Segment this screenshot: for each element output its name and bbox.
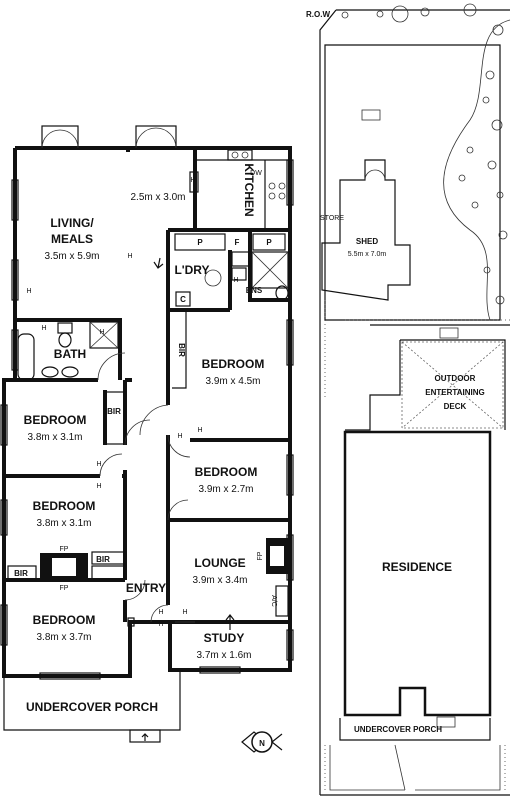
door-swings [97, 352, 195, 627]
porch [3, 670, 181, 743]
mark-h-living: H [127, 253, 132, 260]
mark-h-kitchen: H [190, 177, 195, 184]
deck-pergola [401, 341, 504, 429]
front-garden-outline [329, 744, 501, 791]
room-dim-living: 3.5m x 5.9m [44, 251, 99, 262]
pantry-laundry [174, 233, 289, 307]
site-label-deck-2: ENTERTAINING [425, 388, 484, 397]
brick-paving-icon [361, 109, 381, 121]
room-dim-bedroom-4: 3.8m x 3.7m [36, 632, 91, 643]
room-label-ldry: L'DRY [174, 263, 209, 277]
mark-fp-bed-4: FP [60, 585, 69, 592]
site-label-deck-1: OUTDOOR [435, 374, 476, 383]
siteplan: R.O.W STORE SHED 5.5m x 7.0m [306, 3, 511, 796]
mark-fp-lounge: FP [257, 551, 264, 560]
room-label-meals: MEALS [51, 232, 93, 246]
garden-path [324, 300, 510, 400]
room-label-bedroom-2: BEDROOM [195, 465, 258, 479]
mark-ac: A/C [270, 595, 277, 607]
mark-bir-bed-1: BIR [107, 407, 121, 416]
mark-h-entry: H [158, 609, 163, 616]
brick-paving-icon-2 [439, 327, 459, 339]
mark-h-bed-1: H [96, 461, 101, 468]
room-label-living: LIVING/ [50, 216, 94, 230]
garden-bed-outline [443, 19, 511, 321]
mark-h-bed-main: H [197, 427, 202, 434]
mark-h-bed-3: H [96, 483, 101, 490]
room-label-ens: ENS [246, 286, 263, 295]
site-label-store: STORE [320, 215, 344, 222]
room-dim-study: 3.7m x 1.6m [196, 650, 251, 661]
front-porch-outline [339, 718, 491, 741]
room-dim-kitchen: 2.5m x 3.0m [130, 192, 185, 203]
site-dim-shed: 5.5m x 7.0m [348, 251, 387, 258]
room-labels: KITCHEN 2.5m x 3.0m LIVING/ MEALS 3.5m x… [24, 163, 265, 714]
mark-bir-bed-3: BIR [96, 555, 110, 564]
room-label-study: STUDY [204, 631, 245, 645]
mark-h-bath-2: H [99, 329, 104, 336]
mark-fp-bed-3: FP [60, 546, 69, 553]
room-dim-lounge: 3.9m x 3.4m [192, 575, 247, 586]
room-label-bedroom-1: BEDROOM [24, 413, 87, 427]
mark-pantry-2: P [266, 238, 272, 247]
mark-h-entry-2: H [158, 621, 163, 628]
kitchen-fittings [189, 149, 290, 230]
room-label-lounge: LOUNGE [194, 556, 245, 570]
room-label-entry: ENTRY [126, 581, 166, 595]
mark-dw: DW [250, 170, 262, 177]
floorplan: KITCHEN 2.5m x 3.0m LIVING/ MEALS 3.5m x… [0, 125, 294, 743]
compass: N [241, 731, 283, 753]
room-dim-bedroom-1: 3.8m x 3.1m [27, 432, 82, 443]
room-dim-bedroom-2: 3.9m x 2.7m [198, 484, 253, 495]
room-dim-bedroom-3: 3.8m x 3.1m [36, 518, 91, 529]
site-label-row: R.O.W [306, 10, 330, 19]
mark-h-bath: H [41, 325, 46, 332]
site-boundary [319, 9, 510, 796]
room-label-bedroom-main: BEDROOM [202, 357, 265, 371]
mark-pantry: P [197, 238, 203, 247]
ldry-arrow-icon [153, 257, 164, 269]
study-arrow-icon [225, 614, 235, 630]
mark-bir-main: BIR [177, 343, 186, 357]
shed-outline [321, 159, 411, 301]
rear-doors [41, 125, 177, 149]
room-label-porch: UNDERCOVER PORCH [26, 700, 158, 714]
deck-outline [345, 324, 510, 431]
room-label-bath: BATH [54, 347, 86, 361]
brick-paving-icon-3 [436, 716, 456, 728]
mark-h-living-2: H [26, 288, 31, 295]
mark-h-ldry: H [233, 277, 238, 284]
site-label-shed: SHED [356, 237, 378, 246]
bath-fittings [17, 321, 119, 381]
garden-plants [341, 3, 508, 305]
residence-outline [343, 430, 492, 717]
mark-cupboard: C [180, 295, 186, 304]
site-label-deck-3: DECK [444, 402, 467, 411]
room-dim-bedroom-main: 3.9m x 4.5m [205, 376, 260, 387]
site-label-porch: UNDERCOVER PORCH [354, 725, 442, 734]
mark-bir-bed-4: BIR [14, 569, 28, 578]
mark-h-bed-2: H [177, 433, 182, 440]
fireplaces [40, 538, 289, 617]
room-label-kitchen: KITCHEN [242, 163, 256, 216]
lawn-outline [324, 44, 501, 321]
fixture-marks: DW P F P C H H H H H H H H H H H H H BIR… [14, 170, 277, 628]
compass-north-icon: N [259, 739, 265, 748]
robes [7, 309, 187, 581]
mark-fridge: F [235, 238, 240, 247]
mark-h-lounge: H [182, 609, 187, 616]
room-label-bedroom-3: BEDROOM [33, 499, 96, 513]
outer-walls [2, 146, 292, 678]
site-label-residence: RESIDENCE [382, 560, 452, 574]
room-label-bedroom-4: BEDROOM [33, 613, 96, 627]
